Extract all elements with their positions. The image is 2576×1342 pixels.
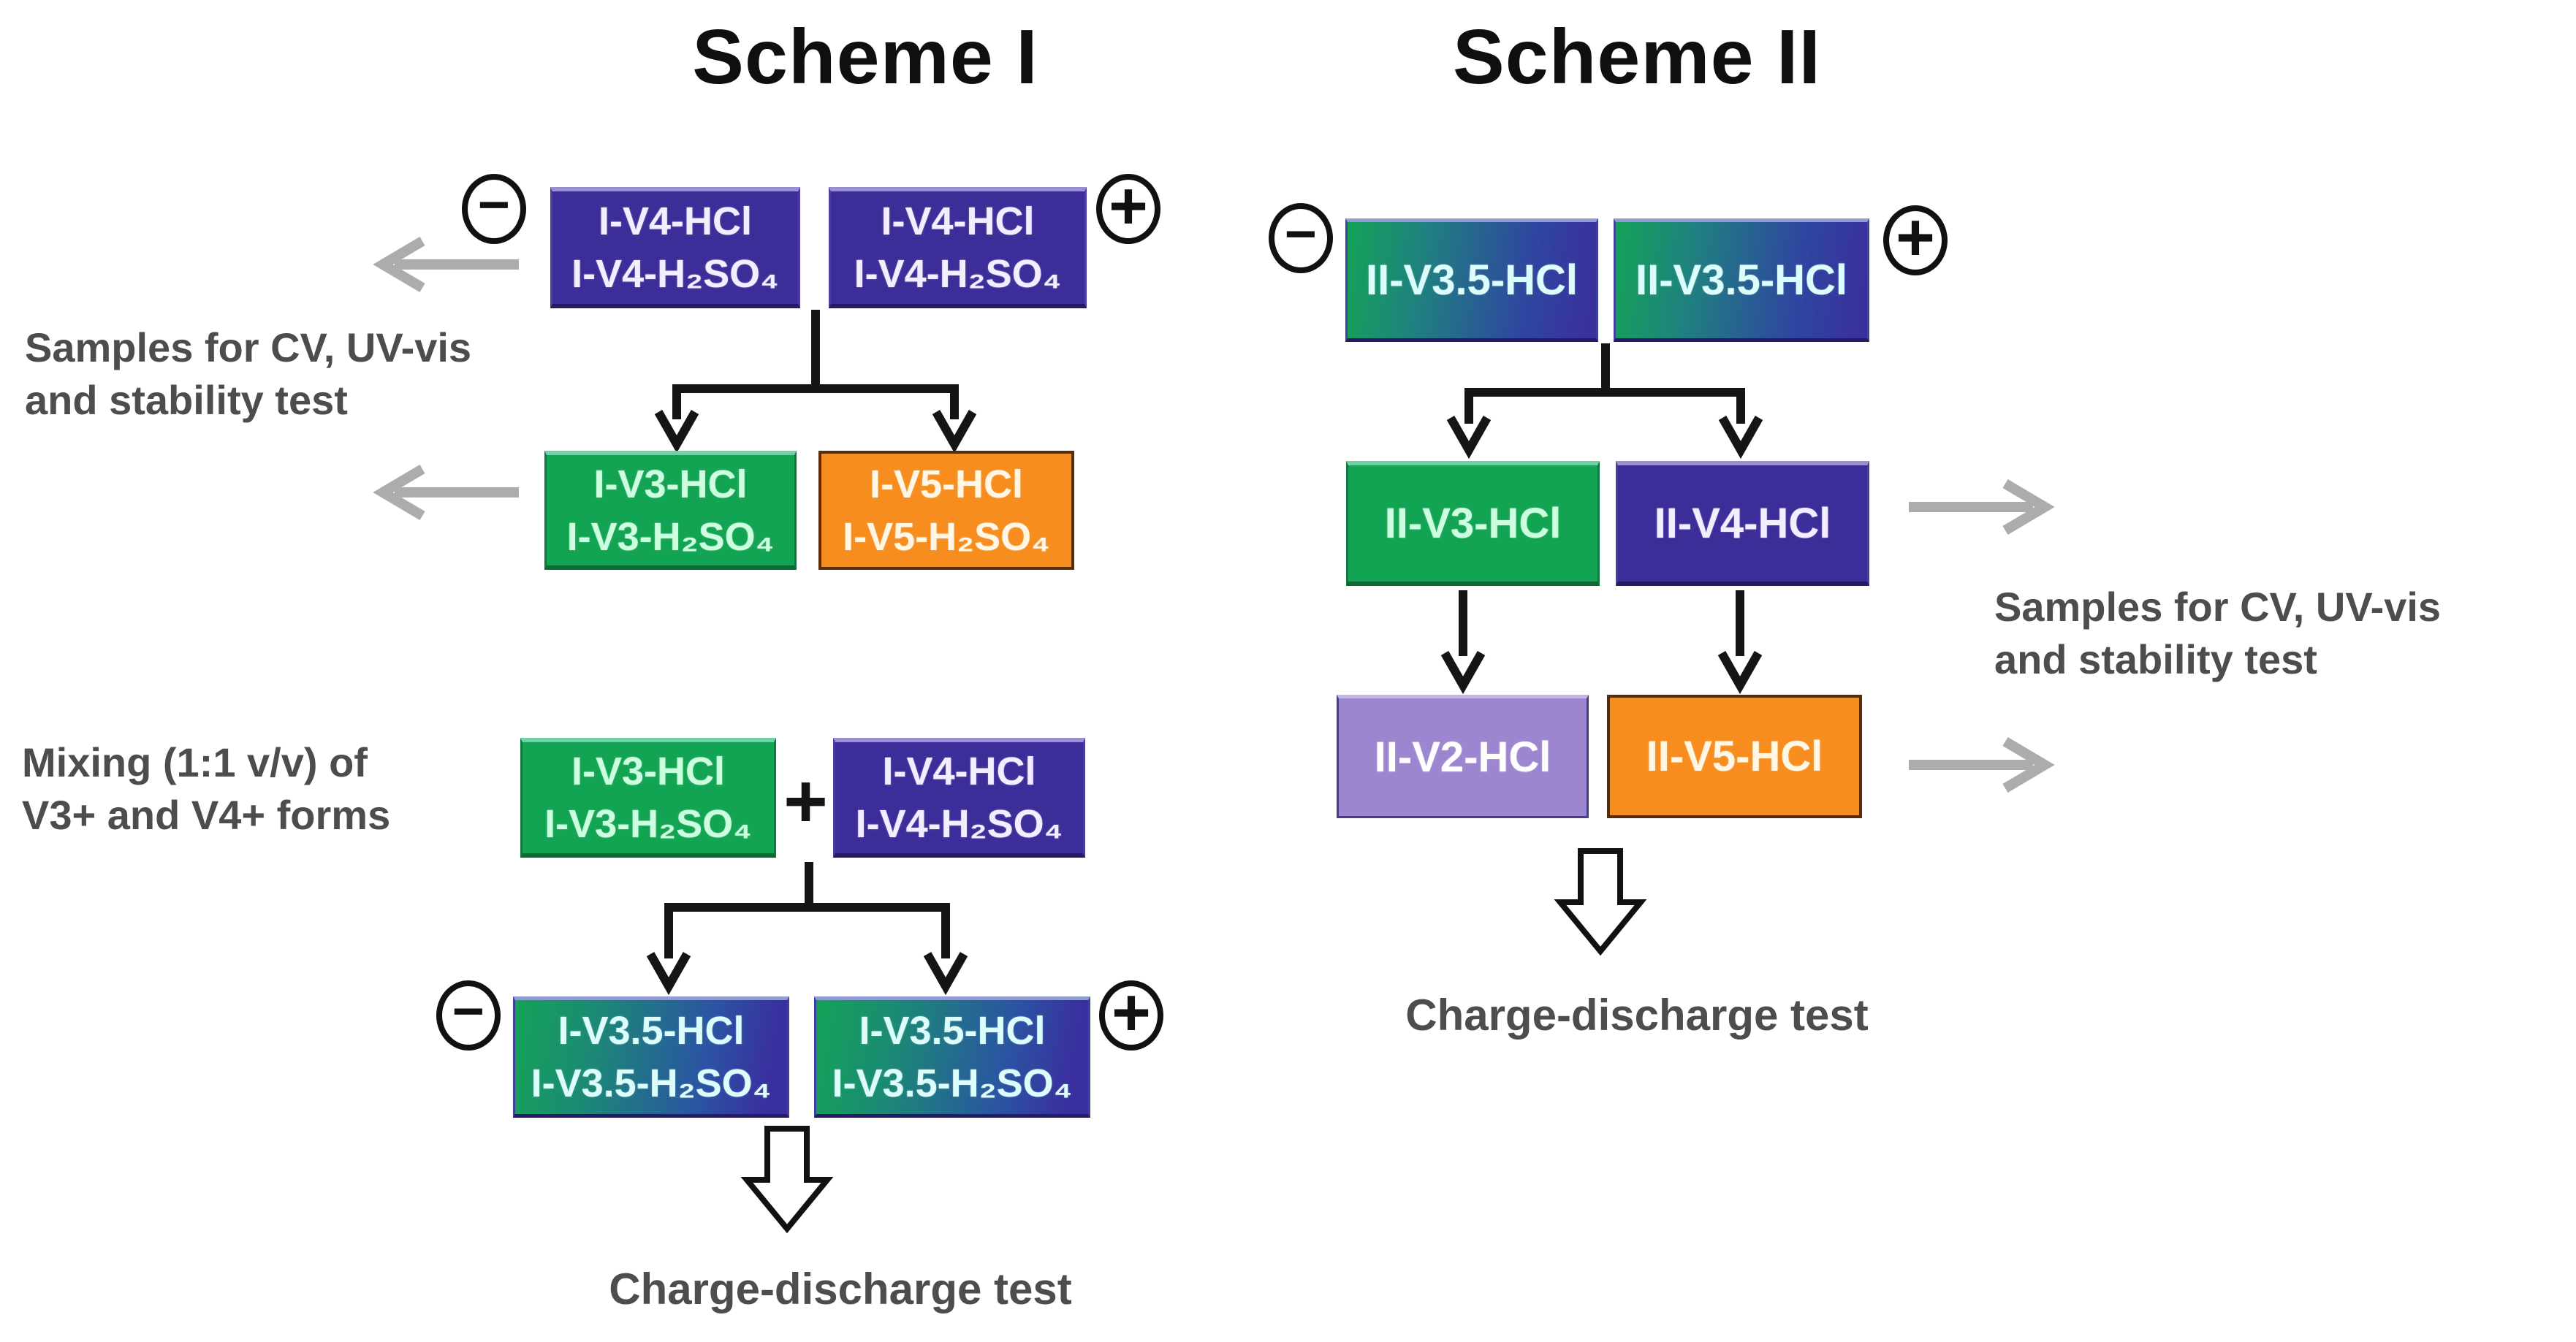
- gray-right-arrow-icon: [1909, 736, 2055, 793]
- box-label-line: I-V3-H₂SO₄: [566, 514, 775, 559]
- box-i-v5: I-V5-HCl I-V5-H₂SO₄: [818, 451, 1074, 570]
- box-i-v4-mix: I-V4-HCl I-V4-H₂SO₄: [833, 738, 1085, 858]
- gray-left-arrow-icon: [373, 236, 519, 293]
- plus-glyph: +: [1112, 975, 1151, 1050]
- scheme2-charge-discharge-label: Charge-discharge test: [1405, 991, 1869, 1040]
- scheme1-title: Scheme I: [692, 14, 1038, 100]
- minus-glyph: −: [1284, 203, 1318, 265]
- minus-glyph: −: [477, 174, 511, 236]
- box-ii-v4: II-V4-HCl: [1616, 461, 1869, 586]
- down-arrow-icon: [1440, 590, 1486, 695]
- samples-label-line2: and stability test: [1994, 636, 2317, 682]
- hollow-down-arrow-icon: [740, 1126, 834, 1234]
- box-ii-v35-positive: II-V3.5-HCl: [1614, 218, 1869, 342]
- box-ii-v3: II-V3-HCl: [1346, 461, 1600, 586]
- box-label-line: II-V3.5-HCl: [1365, 256, 1578, 304]
- plus-glyph: +: [1109, 169, 1148, 243]
- mixing-label: Mixing (1:1 v/v) of V3+ and V4+ forms: [22, 736, 390, 842]
- box-label-line: I-V3.5-HCl: [859, 1009, 1046, 1053]
- box-label-line: II-V2-HCl: [1374, 733, 1551, 781]
- samples-label-line1: Samples for CV, UV-vis: [1994, 584, 2442, 630]
- box-label-line: I-V3.5-H₂SO₄: [531, 1061, 772, 1105]
- hollow-down-arrow-icon: [1554, 848, 1647, 956]
- negative-terminal-icon: −: [436, 980, 501, 1051]
- positive-terminal-icon: +: [1099, 975, 1163, 1051]
- box-i-v3: I-V3-HCl I-V3-H₂SO₄: [544, 451, 797, 570]
- box-label-line: I-V4-HCl: [882, 750, 1036, 793]
- scheme1-charge-discharge-label: Charge-discharge test: [609, 1265, 1072, 1314]
- positive-terminal-icon: +: [1096, 169, 1160, 244]
- box-i-v4-negative: I-V4-HCl I-V4-H₂SO₄: [550, 187, 800, 308]
- box-label-line: II-V5-HCl: [1646, 732, 1823, 780]
- box-label-line: I-V4-H₂SO₄: [855, 802, 1063, 846]
- scheme2-title: Scheme II: [1453, 14, 1821, 100]
- samples-label-line2: and stability test: [25, 377, 348, 423]
- box-label-line: I-V4-HCl: [598, 199, 752, 243]
- box-label-line: I-V3-HCl: [593, 462, 748, 506]
- gray-right-arrow-icon: [1909, 479, 2055, 535]
- split-connector-icon: [646, 862, 968, 996]
- samples-label-line1: Samples for CV, UV-vis: [25, 324, 472, 370]
- box-label-line: I-V3.5-HCl: [558, 1009, 745, 1053]
- box-label-line: I-V5-HCl: [869, 462, 1023, 506]
- box-label-line: I-V4-HCl: [881, 199, 1035, 243]
- minus-glyph: −: [452, 980, 485, 1042]
- mixing-label-line2: V3+ and V4+ forms: [22, 792, 391, 838]
- box-label-line: I-V3.5-H₂SO₄: [832, 1061, 1073, 1105]
- box-label-line: I-V4-H₂SO₄: [854, 252, 1062, 296]
- positive-terminal-icon: +: [1883, 200, 1948, 275]
- split-connector-icon: [654, 310, 977, 454]
- negative-terminal-icon: −: [462, 174, 526, 244]
- down-arrow-icon: [1717, 590, 1763, 695]
- box-label-line: I-V3-HCl: [571, 750, 725, 793]
- box-label-line: II-V3.5-HCl: [1635, 256, 1848, 304]
- mix-plus-sign: +: [783, 759, 828, 844]
- negative-terminal-icon: −: [1269, 203, 1333, 273]
- box-i-v35-positive: I-V3.5-HCl I-V3.5-H₂SO₄: [814, 996, 1090, 1118]
- samples-label: Samples for CV, UV-vis and stability tes…: [1994, 581, 2441, 686]
- box-i-v35-negative: I-V3.5-HCl I-V3.5-H₂SO₄: [513, 996, 789, 1118]
- box-ii-v35-negative: II-V3.5-HCl: [1345, 218, 1598, 342]
- box-label-line: II-V3-HCl: [1384, 499, 1562, 547]
- box-label-line: II-V4-HCl: [1654, 499, 1831, 547]
- gray-left-arrow-icon: [373, 464, 519, 521]
- box-i-v3-mix: I-V3-HCl I-V3-H₂SO₄: [520, 738, 776, 858]
- box-label-line: I-V3-H₂SO₄: [544, 802, 752, 846]
- box-ii-v5: II-V5-HCl: [1607, 695, 1862, 818]
- samples-label: Samples for CV, UV-vis and stability tes…: [25, 321, 471, 427]
- plus-glyph: +: [1896, 200, 1935, 275]
- box-label-line: I-V4-H₂SO₄: [571, 252, 779, 296]
- box-i-v4-positive: I-V4-HCl I-V4-H₂SO₄: [829, 187, 1087, 308]
- box-ii-v2: II-V2-HCl: [1337, 695, 1589, 818]
- mixing-label-line1: Mixing (1:1 v/v) of: [22, 739, 368, 785]
- box-label-line: I-V5-H₂SO₄: [843, 514, 1050, 559]
- split-connector-icon: [1446, 343, 1763, 460]
